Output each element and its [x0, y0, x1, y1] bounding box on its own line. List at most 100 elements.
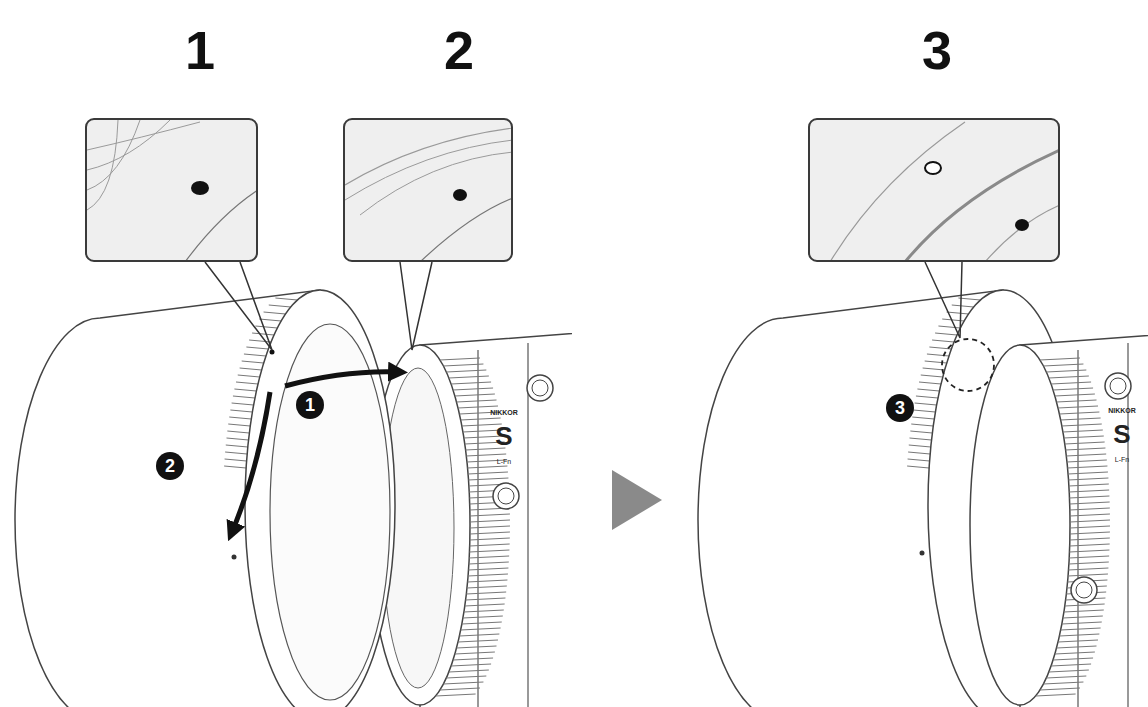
- knurl-line: [1069, 556, 1109, 558]
- knurl-line: [455, 652, 495, 654]
- knurl-line: [947, 312, 969, 314]
- knurl-line: [457, 400, 497, 402]
- knurl-line: [1068, 472, 1108, 474]
- knurl-line: [468, 574, 508, 576]
- knurl-line: [227, 431, 249, 433]
- detail-line: [87, 120, 170, 170]
- knurl-line: [275, 298, 297, 300]
- knurl-line: [255, 326, 277, 328]
- knurl-line: [453, 388, 493, 390]
- lens-button: [498, 488, 514, 504]
- knurl-line: [1051, 382, 1091, 384]
- detail-line: [420, 198, 511, 260]
- hood-rear-rim: [245, 290, 395, 707]
- knurl-line: [259, 319, 281, 321]
- focus-ring-ribs: [1036, 358, 1110, 696]
- detail-line: [87, 120, 118, 210]
- lens-button: [1110, 378, 1126, 394]
- lens-button: [1076, 582, 1092, 598]
- knurl-line: [1040, 688, 1080, 690]
- knurl-line: [1064, 610, 1104, 612]
- detail-line: [830, 122, 965, 260]
- knurl-line: [1064, 436, 1104, 438]
- knurl-line: [466, 592, 506, 594]
- knurl-line: [923, 368, 945, 370]
- knurl-line: [915, 403, 937, 405]
- knurl-line: [1065, 604, 1105, 606]
- hood-mark-dot: [920, 551, 925, 556]
- knurl-line: [1049, 670, 1089, 672]
- knurl-line: [921, 375, 943, 377]
- knurl-line: [440, 358, 480, 360]
- knurl-line: [1036, 694, 1076, 696]
- detail-line: [985, 205, 1058, 260]
- knurl-line: [909, 445, 931, 447]
- knurl-line: [1068, 478, 1108, 480]
- knurl-line: [910, 438, 932, 440]
- lens-button: [532, 380, 548, 396]
- inset-detail: [830, 122, 1058, 260]
- lens-hood: [698, 290, 1078, 707]
- knurl-line: [465, 598, 505, 600]
- knurl-line: [1069, 550, 1109, 552]
- detail-line: [345, 140, 511, 200]
- knurl-line: [1065, 442, 1105, 444]
- callout-number: 1: [160, 20, 240, 80]
- step-number: 2: [156, 452, 184, 480]
- knurl-line: [467, 580, 507, 582]
- knurl-line: [1067, 466, 1107, 468]
- lens-ring-edge: [1077, 350, 1078, 707]
- attach-arrow: [285, 372, 398, 386]
- knurl-line: [1046, 370, 1086, 372]
- knurl-line: [469, 556, 509, 558]
- knurl-line: [469, 550, 509, 552]
- knurl-line: [1053, 658, 1093, 660]
- callout-number: 2: [419, 20, 499, 80]
- knurl-line: [1070, 514, 1110, 516]
- knurl-line: [1069, 490, 1109, 492]
- lens-button: [1071, 577, 1097, 603]
- knurl-line: [908, 452, 930, 454]
- knurl-line: [938, 326, 960, 328]
- lens-ring-edge: [1127, 343, 1128, 707]
- knurl-line: [468, 568, 508, 570]
- knurl-line: [269, 305, 291, 307]
- lens-index-dot: [1015, 219, 1029, 231]
- knurl-line: [443, 364, 483, 366]
- knurl-line: [234, 389, 256, 391]
- index-dot: [453, 189, 467, 201]
- knurl-line: [436, 694, 476, 696]
- knurl-line: [1062, 424, 1102, 426]
- leader-line: [205, 262, 272, 350]
- lens-marking: NIKKOR: [1102, 406, 1142, 415]
- knurl-line: [1046, 676, 1086, 678]
- knurl-line: [925, 361, 947, 363]
- knurl-line: [228, 424, 250, 426]
- knurl-line: [1061, 418, 1101, 420]
- hood-index-dot: [270, 350, 275, 355]
- knurl-line: [1057, 646, 1097, 648]
- knurl-line: [449, 670, 489, 672]
- knurl-line: [1053, 388, 1093, 390]
- knurl-line: [908, 459, 930, 461]
- knurl-line: [470, 514, 510, 516]
- inset-box: 1: [85, 118, 258, 262]
- knurl-line: [912, 417, 934, 419]
- lens-hood: [15, 290, 395, 707]
- knurl-line: [246, 347, 268, 349]
- lens-button: [493, 483, 519, 509]
- knurl-line: [458, 640, 498, 642]
- detail-line: [87, 120, 140, 190]
- lens-front-ring: [970, 345, 1070, 705]
- knurl-line: [1065, 448, 1105, 450]
- knurl-line: [446, 370, 486, 372]
- knurl-line: [461, 628, 501, 630]
- knurl-line: [1058, 406, 1098, 408]
- knurl-line: [457, 646, 497, 648]
- hood-bayonet: [270, 324, 390, 700]
- knurl-line: [264, 312, 286, 314]
- knurl-line: [225, 452, 247, 454]
- knurl-line: [470, 532, 510, 534]
- knurl-line: [1070, 544, 1110, 546]
- knurl-line: [468, 472, 508, 474]
